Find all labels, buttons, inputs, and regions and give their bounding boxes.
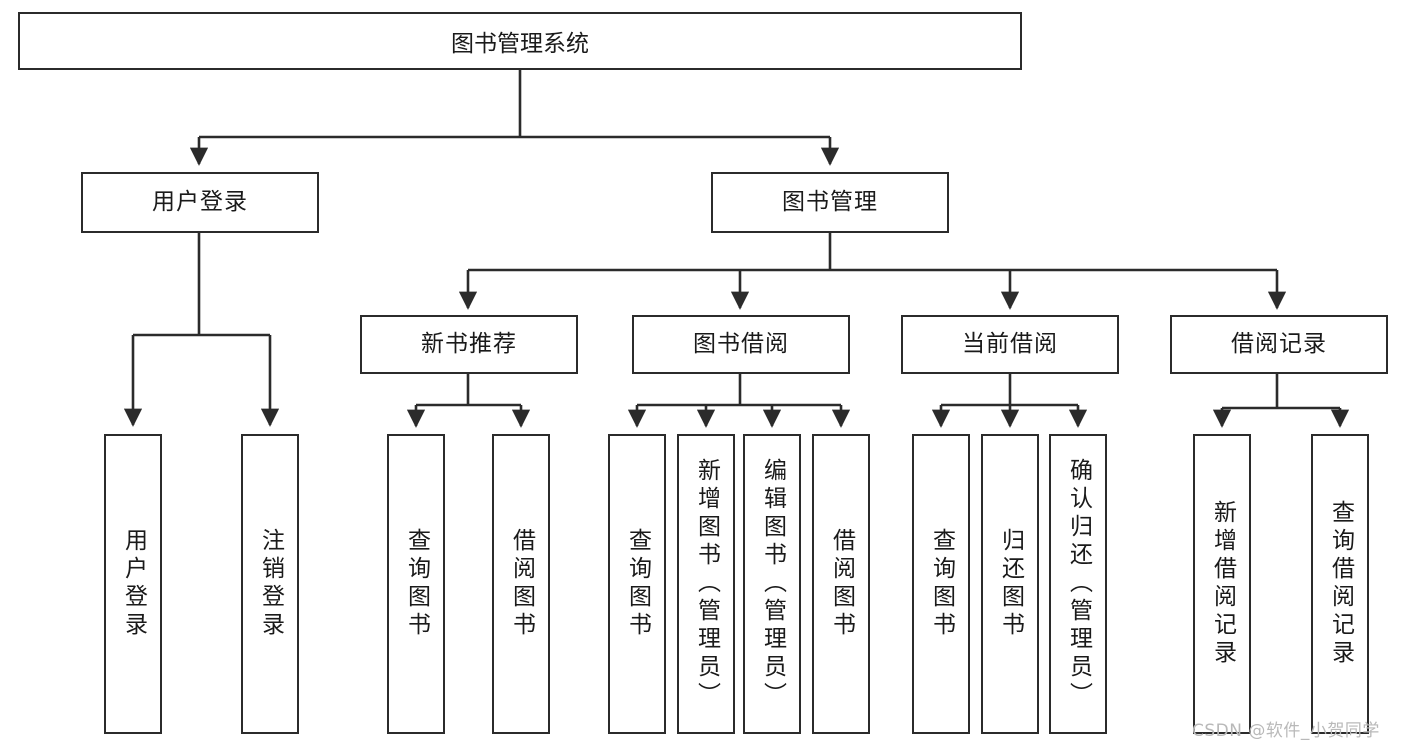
node-label: 借阅记录	[1231, 330, 1327, 357]
node-root-book-management-system[interactable]: 图书管理系统	[18, 12, 1022, 70]
leaf-query-book-borrow[interactable]: 查询图书	[608, 434, 666, 734]
node-book-borrow[interactable]: 图书借阅	[632, 315, 850, 374]
node-label: 新增借阅记录	[1209, 500, 1236, 668]
node-new-book-recommend[interactable]: 新书推荐	[360, 315, 578, 374]
node-label: 借阅图书	[508, 528, 535, 640]
leaf-add-borrow-record[interactable]: 新增借阅记录	[1193, 434, 1251, 734]
node-label: 查询图书	[403, 528, 430, 640]
leaf-query-book-recommend[interactable]: 查询图书	[387, 434, 445, 734]
node-label: 查询图书	[928, 528, 955, 640]
leaf-query-book-current[interactable]: 查询图书	[912, 434, 970, 734]
leaf-query-borrow-record[interactable]: 查询借阅记录	[1311, 434, 1369, 734]
node-label: 新增图书（管理员）	[693, 458, 720, 710]
node-label: 查询借阅记录	[1327, 500, 1354, 668]
node-label: 查询图书	[624, 528, 651, 640]
leaf-borrow-book[interactable]: 借阅图书	[812, 434, 870, 734]
leaf-add-book-admin[interactable]: 新增图书（管理员）	[677, 434, 735, 734]
node-label: 归还图书	[997, 528, 1024, 640]
node-label: 当前借阅	[962, 330, 1058, 357]
leaf-confirm-return-admin[interactable]: 确认归还（管理员）	[1049, 434, 1107, 734]
leaf-edit-book-admin[interactable]: 编辑图书（管理员）	[743, 434, 801, 734]
node-label: 图书借阅	[693, 330, 789, 357]
leaf-user-login[interactable]: 用户登录	[104, 434, 162, 734]
node-label: 用户登录	[120, 528, 147, 640]
node-borrow-record[interactable]: 借阅记录	[1170, 315, 1388, 374]
node-label: 借阅图书	[828, 528, 855, 640]
leaf-return-book[interactable]: 归还图书	[981, 434, 1039, 734]
node-label: 图书管理	[782, 188, 878, 215]
node-book-management[interactable]: 图书管理	[711, 172, 949, 233]
leaf-borrow-book-recommend[interactable]: 借阅图书	[492, 434, 550, 734]
node-label: 新书推荐	[421, 330, 517, 357]
csdn-watermark: CSDN @软件_小贺同学	[1192, 721, 1380, 741]
node-label: 注销登录	[257, 528, 284, 640]
node-label: 编辑图书（管理员）	[759, 458, 786, 710]
node-label: 确认归还（管理员）	[1065, 458, 1092, 710]
node-user-login[interactable]: 用户登录	[81, 172, 319, 233]
leaf-logout-login[interactable]: 注销登录	[241, 434, 299, 734]
node-current-borrow[interactable]: 当前借阅	[901, 315, 1119, 374]
node-label: 用户登录	[152, 188, 248, 215]
node-label: 图书管理系统	[451, 31, 589, 57]
